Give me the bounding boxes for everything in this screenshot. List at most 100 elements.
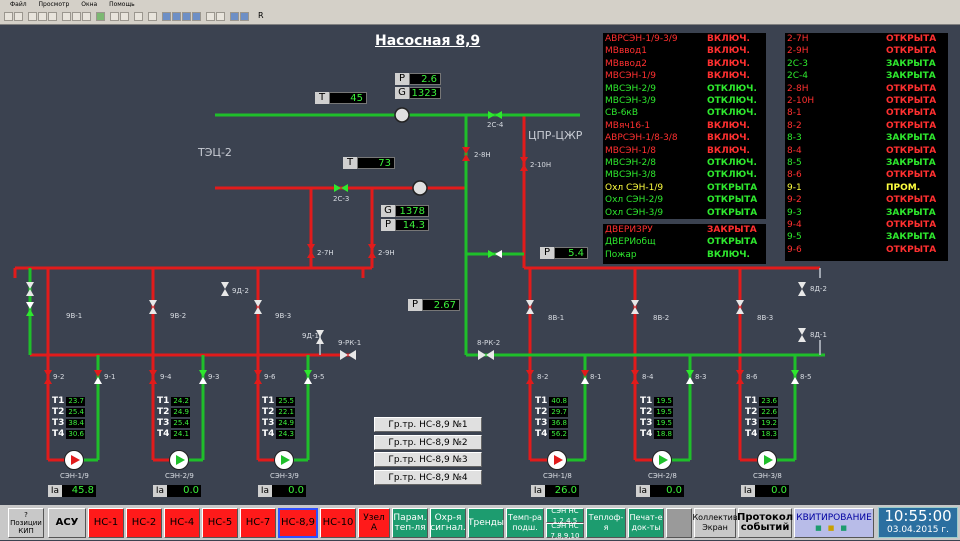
trend-icon[interactable] xyxy=(216,12,225,21)
align-icon[interactable] xyxy=(120,12,129,21)
r-button[interactable]: R xyxy=(258,11,264,20)
nav-hc89-button[interactable]: НС-8,9 xyxy=(278,508,318,538)
menu-help[interactable]: Помощь xyxy=(109,1,135,8)
zoom-fit-icon[interactable] xyxy=(82,12,91,21)
heat-supply-button[interactable]: Теплоф-я xyxy=(586,508,626,538)
bearing-temperature-button[interactable]: Темп-ра подш. xyxy=(506,508,544,538)
nav-uzel-button[interactable]: Узел А xyxy=(358,508,390,538)
status-value: ОТКРЫТА xyxy=(886,220,937,230)
temperature-value: 18.3 xyxy=(759,430,778,439)
pump-icon[interactable] xyxy=(274,450,294,470)
sen-ns-78910-button[interactable]: СЭН НС 7,8,9,10 xyxy=(546,522,584,540)
valve-label: 8В-3 xyxy=(757,314,774,322)
menu-file[interactable]: Файл xyxy=(10,1,27,8)
clock-date: 03.04.2015 г. xyxy=(887,525,949,535)
menu-windows[interactable]: Окна xyxy=(81,1,98,8)
valve-label: 2-10Н xyxy=(530,161,552,169)
valve-label: 8-5 xyxy=(800,373,812,381)
font-icon[interactable] xyxy=(148,12,157,21)
temperature-value: 19.5 xyxy=(654,397,673,406)
status-name: Охл СЭН-2/9 xyxy=(605,195,664,206)
acknowledge-button[interactable]: КВИТИРОВАНИЕ ■■■ xyxy=(794,508,874,538)
kip-positions-button[interactable]: ? Позиции КИП xyxy=(8,508,44,538)
status-value: ОТКРЫТА xyxy=(886,244,937,255)
status-value: ОТКРЫТА xyxy=(886,34,937,44)
trends-button[interactable]: Тренды xyxy=(468,508,504,538)
cut-icon[interactable] xyxy=(28,12,37,21)
copy-icon[interactable] xyxy=(38,12,47,21)
print-icon[interactable] xyxy=(206,12,215,21)
nav-hc7-button[interactable]: НС-7 xyxy=(240,508,276,538)
status-value: ОТКРЫТА xyxy=(707,207,758,218)
main-pump-icon[interactable] xyxy=(394,107,410,123)
temperature-label: T3 xyxy=(745,418,758,428)
nav-hc10-button[interactable]: НС-10 xyxy=(320,508,356,538)
parameters-button[interactable]: Парам. теп-ля xyxy=(392,508,428,538)
play-icon[interactable] xyxy=(96,12,105,21)
valve-label: 8-РК-2 xyxy=(477,339,501,347)
valve-label: 2-7Н xyxy=(317,249,334,257)
collective-screen-button[interactable]: Коллектив Экран xyxy=(692,508,738,538)
pointer-tool-icon[interactable] xyxy=(14,12,23,21)
valve-label: 9-5 xyxy=(313,373,325,381)
status-value: ЗАКРЫТА xyxy=(886,158,936,168)
group-button-2[interactable]: Гр.тр. НС-8,9 №2 xyxy=(374,435,482,450)
nav-hc2-button[interactable]: НС-2 xyxy=(126,508,162,538)
nav-hc1-button[interactable]: НС-1 xyxy=(88,508,124,538)
pump-icon[interactable] xyxy=(652,450,672,470)
asu-button[interactable]: АСУ xyxy=(48,508,86,538)
pump-icon[interactable] xyxy=(757,450,777,470)
temperature-value: 24.9 xyxy=(171,408,190,417)
group-button-4[interactable]: Гр.тр. НС-8,9 №4 xyxy=(374,470,482,485)
valve-label: 9-3 xyxy=(208,373,220,381)
tile-icon[interactable] xyxy=(182,12,191,21)
cascade-icon[interactable] xyxy=(192,12,201,21)
pump-icon[interactable] xyxy=(64,450,84,470)
clock-time: 10:55:00 xyxy=(884,507,952,525)
status-name: Пожар xyxy=(605,249,637,260)
pump-icon[interactable] xyxy=(169,450,189,470)
temperature-label: T3 xyxy=(52,418,65,428)
forward-arrow-icon[interactable] xyxy=(240,12,249,21)
zoom-out-icon[interactable] xyxy=(72,12,81,21)
menu-view[interactable]: Просмотр xyxy=(38,1,70,8)
security-signal-button[interactable]: Охр-я сигнал. xyxy=(430,508,466,538)
group-button-3[interactable]: Гр.тр. НС-8,9 №3 xyxy=(374,452,482,467)
select-tool-icon[interactable] xyxy=(4,12,13,21)
play-icon xyxy=(281,455,290,465)
zoom-in-icon[interactable] xyxy=(62,12,71,21)
status-name: МВСЭН-1/8 xyxy=(605,145,657,156)
pump-icon[interactable] xyxy=(547,450,567,470)
empty-button[interactable] xyxy=(666,508,692,538)
pump-name: СЭН-1/8 xyxy=(543,472,572,480)
group-button-1[interactable]: Гр.тр. НС-8,9 №1 xyxy=(374,417,482,432)
refresh-icon[interactable] xyxy=(134,12,143,21)
grid-icon[interactable] xyxy=(110,12,119,21)
status-value: ЗАКРЫТА xyxy=(886,133,936,144)
back-arrow-icon[interactable] xyxy=(230,12,239,21)
window-icon[interactable] xyxy=(162,12,171,21)
temperature-label: T2 xyxy=(262,407,275,417)
layout-icon[interactable] xyxy=(172,12,181,21)
event-log-button[interactable]: Протокол событий xyxy=(737,508,793,538)
nav-hc5-button[interactable]: НС-5 xyxy=(202,508,238,538)
paste-icon[interactable] xyxy=(48,12,57,21)
sen-ns-1245-button[interactable]: СЭН НС 1,2,4,5 xyxy=(546,507,584,525)
nav-hc4-button[interactable]: НС-4 xyxy=(164,508,200,538)
valve-label: 2-9Н xyxy=(378,249,395,257)
temperature-value: 23.6 xyxy=(759,397,778,406)
tec2-label: ТЭЦ-2 xyxy=(198,146,232,159)
print-documents-button[interactable]: Печат-е док-ты xyxy=(628,508,664,538)
main-pump-icon[interactable] xyxy=(412,180,428,196)
